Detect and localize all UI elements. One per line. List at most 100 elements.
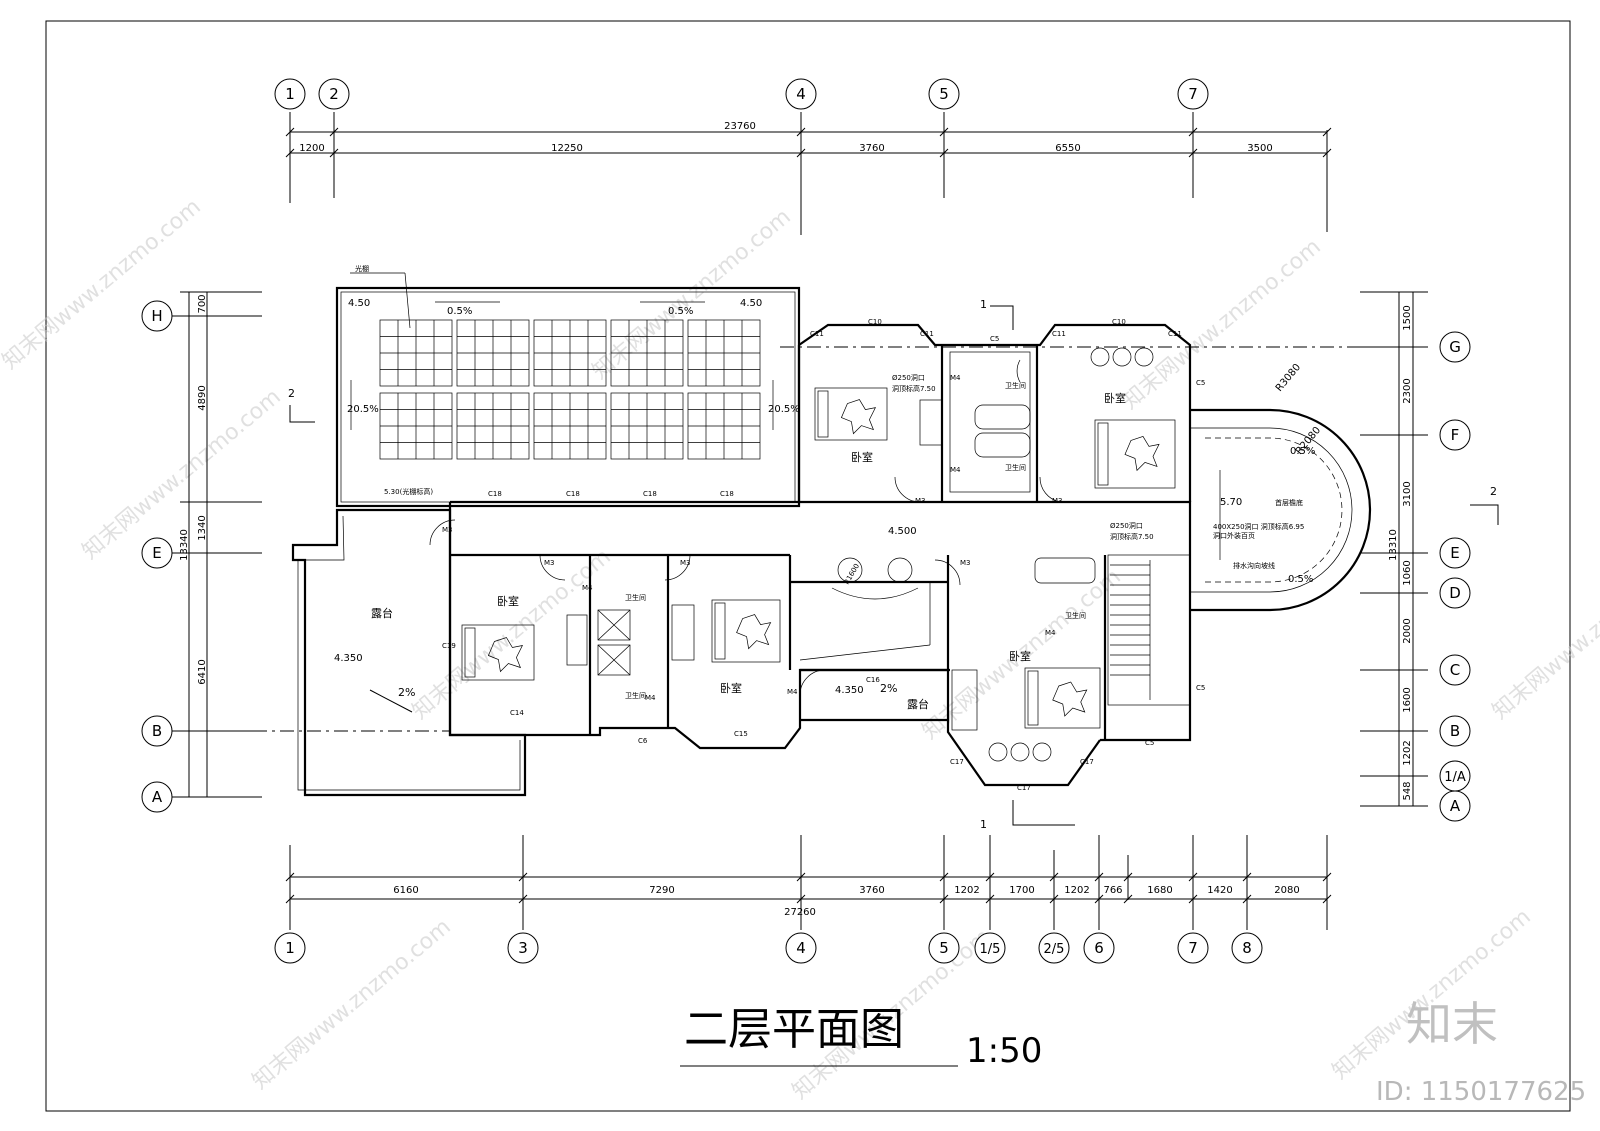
axis-label: 1: [285, 939, 295, 957]
room-bathroom: 卫生间: [1005, 381, 1026, 390]
slope: 20.5%: [347, 404, 379, 415]
watermark-text: 知末网www.znzmo.com: [408, 544, 616, 724]
dims-top: 23760 1200 12250 3760 6550 3500: [299, 121, 1272, 154]
dim-right: 1500: [1402, 305, 1413, 330]
dim-bottom: 1700: [1009, 885, 1034, 896]
axis-label: 4: [796, 939, 806, 957]
doors: [429, 359, 1061, 696]
level: 4.50: [740, 298, 762, 309]
dim-top: 3760: [859, 143, 884, 154]
dim-right: 2000: [1402, 618, 1413, 643]
window-code: M3: [960, 559, 971, 567]
axis-label: 2: [329, 85, 339, 103]
bed: [711, 599, 781, 663]
room-labels: 卧室 卧室 卧室 卧室 卧室 卫生间 卫生间 卫生间 卫生间 卫生间 露台 露台: [371, 381, 1126, 711]
radius: R3080: [1274, 362, 1303, 394]
window-code: C5: [1196, 684, 1205, 692]
note: 首层檐底: [1275, 498, 1303, 507]
drawing-title: 二层平面图: [684, 1004, 904, 1055]
axis-label: 4: [796, 85, 806, 103]
window-code: M4: [645, 694, 656, 702]
dim-right: 1202: [1402, 740, 1413, 765]
dim-bottom: 1202: [954, 885, 979, 896]
window-code: M3: [442, 526, 453, 534]
axis-bubble-right: A: [1439, 790, 1471, 822]
level: 5.70: [1220, 497, 1242, 508]
axis-label: 1/5: [980, 942, 1001, 957]
id-watermark: ID: 1150177625: [1376, 1077, 1586, 1107]
dim-bottom: 1202: [1064, 885, 1089, 896]
note-skylight: 光棚: [355, 264, 369, 273]
axis-bubble-bottom: 4: [785, 932, 817, 964]
window-code: C11: [1168, 330, 1182, 338]
axis-bubble-bottom: 1/5: [974, 932, 1006, 964]
level: 5.30(光棚标高): [384, 487, 433, 496]
axis-label: 8: [1242, 939, 1252, 957]
room-bathroom: 卫生间: [625, 691, 646, 700]
watermark-text: 知末网www.znzmo.com: [0, 194, 206, 374]
window-code: M3: [544, 559, 555, 567]
axis-label: 2/5: [1044, 942, 1065, 957]
window-code: M4: [787, 688, 798, 696]
vent-note: Ø250洞口: [1110, 521, 1143, 530]
axis-bubble-top: 1: [274, 78, 306, 110]
axis-bubble-right: 1/A: [1439, 760, 1471, 792]
axis-bubble-right: C: [1439, 654, 1471, 686]
skylight-panel: [687, 319, 761, 387]
axis-bubble-right: B: [1439, 715, 1471, 747]
level: 4.350: [334, 653, 363, 664]
dims-left: 700 4890 1340 6410 13340: [179, 294, 208, 684]
window-code: M3: [915, 497, 926, 505]
window-code: M3: [680, 559, 691, 567]
title-block: 二层平面图 1:50 知末 ID: 1150177625: [680, 997, 1586, 1107]
curved-balcony: [1190, 408, 1372, 612]
window-code: C18: [643, 490, 657, 498]
window-code: C18: [566, 490, 580, 498]
dim-bottom: 6160: [393, 885, 418, 896]
dim-total-bottom: 27260: [784, 907, 816, 918]
axis-bubble-left: E: [141, 537, 173, 569]
level: 4.50: [348, 298, 370, 309]
level: 4.500: [888, 526, 917, 537]
axis-bubble-bottom: 7: [1177, 932, 1209, 964]
dim-left: 4890: [197, 385, 208, 410]
room-bedroom: 卧室: [1104, 391, 1126, 405]
note: 排水沟向坡线: [1233, 561, 1275, 570]
dim-right: 1060: [1402, 560, 1413, 585]
axis-bubble-left: A: [141, 781, 173, 813]
axis-label: B: [1450, 722, 1460, 740]
window-code: C11: [810, 330, 824, 338]
window-code: C10: [868, 318, 882, 326]
axis-bubble-bottom: 6: [1083, 932, 1115, 964]
axis-label: 5: [939, 85, 949, 103]
watermark-text: 知末网www.znzmo.com: [1328, 904, 1536, 1084]
bed: [461, 624, 535, 681]
furniture: [566, 347, 1154, 762]
window-code: C19: [442, 642, 456, 650]
room-terrace: 露台: [371, 606, 393, 620]
axis-label: 1/A: [1444, 770, 1466, 785]
axis-bubble-bottom: 8: [1231, 932, 1263, 964]
skylight-panel: [533, 392, 607, 460]
window-code: C5: [1145, 739, 1154, 747]
room-bedroom: 卧室: [720, 681, 742, 695]
bed: [1094, 419, 1176, 489]
window-code: C17: [1017, 784, 1031, 792]
dims-right: 1500 2300 3100 1060 2000 1600 1202 548 1…: [1388, 305, 1413, 800]
window-code: C10: [1112, 318, 1126, 326]
dim-top: 1200: [299, 143, 324, 154]
window-code: M4: [1045, 629, 1056, 637]
room-bedroom: 卧室: [1009, 649, 1031, 663]
window-code: C16: [866, 676, 880, 684]
window-code: M4: [950, 374, 961, 382]
dim-bottom: 1420: [1207, 885, 1232, 896]
slope: 0.5%: [1290, 446, 1315, 457]
window-code: C18: [488, 490, 502, 498]
axis-label: D: [1449, 584, 1461, 602]
stair: [1110, 560, 1151, 700]
note: 400X250洞口 洞顶标高6.95: [1213, 522, 1304, 531]
dim-top: 12250: [551, 143, 583, 154]
skylight-panel: [610, 392, 684, 460]
